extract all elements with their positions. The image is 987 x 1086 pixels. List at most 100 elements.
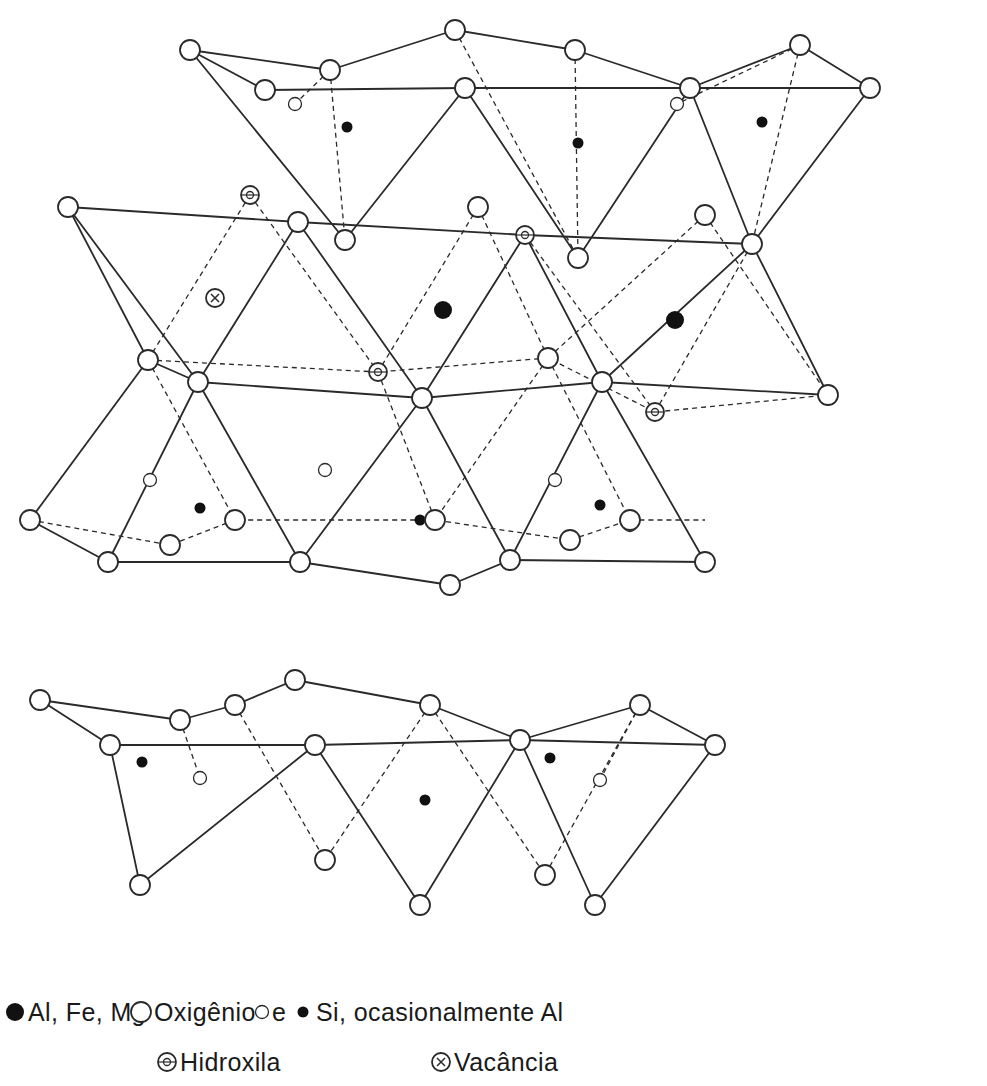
oxygen-atom	[130, 875, 150, 895]
silicon-atom	[144, 474, 157, 487]
hydroxyl-group	[369, 363, 387, 381]
legend-text: Vacância	[454, 1045, 558, 1079]
hidden-edge	[655, 244, 752, 412]
oxygen-atom	[705, 735, 725, 755]
hidden-edge	[752, 45, 800, 244]
oxygen-atom	[440, 575, 460, 595]
polyhedron-edge	[190, 50, 870, 90]
oxygen-atom	[742, 234, 762, 254]
polyhedron-edge	[30, 360, 148, 520]
hydroxyl-group	[158, 1053, 176, 1071]
vacancy-site	[432, 1053, 450, 1071]
silicon-atom	[545, 753, 556, 764]
hidden-edge	[525, 235, 655, 412]
polyhedron-edge	[68, 207, 828, 398]
oxygen-atom	[860, 78, 880, 98]
legend-symbol	[154, 1049, 180, 1075]
silicon-atom	[415, 515, 426, 526]
oxygen-atom	[695, 552, 715, 572]
polyhedron-edge	[108, 382, 705, 562]
hydroxyl-group	[646, 403, 664, 421]
oxygen-atom	[100, 735, 120, 755]
hydroxyl-group	[241, 186, 259, 204]
oxygen-atom	[180, 40, 200, 60]
vacancy-mark	[211, 294, 219, 302]
silicon-atom	[342, 122, 353, 133]
oxygen-atom	[131, 1002, 151, 1022]
oxygen-atom	[568, 248, 588, 268]
hidden-edge	[148, 358, 828, 412]
oxygen-atom	[320, 60, 340, 80]
cation-atom	[434, 301, 452, 319]
oxygen-atom	[538, 348, 558, 368]
cation-atom	[6, 1003, 24, 1021]
polyhedron-edge	[148, 360, 828, 398]
vacancy-site	[206, 289, 224, 307]
oxygen-atom	[20, 510, 40, 530]
legend-entry: Si, ocasionalmente Al	[290, 995, 563, 1029]
oxygen-atom	[30, 690, 50, 710]
oxygen-atom	[290, 552, 310, 572]
hydroxyl-mark	[646, 411, 664, 412]
oxygen-atom	[620, 510, 640, 530]
legend-text: Oxigênio	[154, 995, 256, 1029]
oxygen-atom	[500, 550, 520, 570]
oxygen-atom	[315, 850, 335, 870]
hidden-edge	[325, 705, 430, 860]
polyhedron-edge	[68, 207, 752, 244]
hydroxyl-group	[516, 226, 534, 244]
oxygen-atom	[255, 80, 275, 100]
hidden-edge	[330, 70, 345, 240]
silicon-atom	[256, 1006, 269, 1019]
oxygen-atom	[818, 385, 838, 405]
oxygen-atom	[535, 865, 555, 885]
oxygen-atom	[188, 372, 208, 392]
silicon-atom	[594, 774, 607, 787]
polyhedron-edge	[190, 50, 870, 258]
oxygen-atom	[98, 552, 118, 572]
oxygen-atom	[170, 710, 190, 730]
oxygen-atom	[58, 197, 78, 217]
legend-text: Al, Fe, Mg	[28, 995, 146, 1029]
silicon-atom	[319, 464, 332, 477]
hidden-edge	[455, 30, 578, 258]
legend-text: Hidroxila	[180, 1045, 281, 1079]
silicon-atom	[298, 1007, 309, 1018]
silicon-atom	[671, 98, 684, 111]
oxygen-atom	[565, 40, 585, 60]
hidden-edge	[30, 520, 705, 545]
oxygen-atom	[630, 695, 650, 715]
oxygen-atom	[445, 20, 465, 40]
oxygen-atom	[288, 212, 308, 232]
hydroxyl-mark	[516, 234, 534, 235]
hidden-edge	[435, 358, 548, 520]
oxygen-atom	[510, 730, 530, 750]
polyhedron-edge	[110, 740, 715, 905]
oxygen-atom	[592, 372, 612, 392]
hydroxyl-mark	[369, 371, 387, 372]
silicon-atom	[757, 117, 768, 128]
legend-entry: Hidroxila	[154, 1045, 281, 1079]
hidden-edge	[677, 45, 800, 104]
polyhedron-edge	[190, 30, 870, 88]
oxygen-atom	[305, 735, 325, 755]
hidden-edge	[430, 705, 545, 875]
oxygen-atom	[695, 205, 715, 225]
legend-symbol	[290, 999, 316, 1025]
hidden-edge	[478, 207, 548, 358]
hydroxyl-mark	[158, 1061, 176, 1062]
silicon-atom	[573, 138, 584, 149]
polyhedron-edge	[40, 680, 715, 745]
silicon-atom	[194, 772, 207, 785]
oxygen-atom	[335, 230, 355, 250]
oxygen-atom	[455, 78, 475, 98]
oxygen-atom	[468, 197, 488, 217]
silicon-atom	[595, 500, 606, 511]
silicon-atom	[195, 503, 206, 514]
oxygen-atom	[680, 78, 700, 98]
cation-atom	[666, 311, 684, 329]
legend-symbol	[128, 999, 154, 1025]
silicon-atom	[137, 757, 148, 768]
oxygen-atom	[412, 388, 432, 408]
